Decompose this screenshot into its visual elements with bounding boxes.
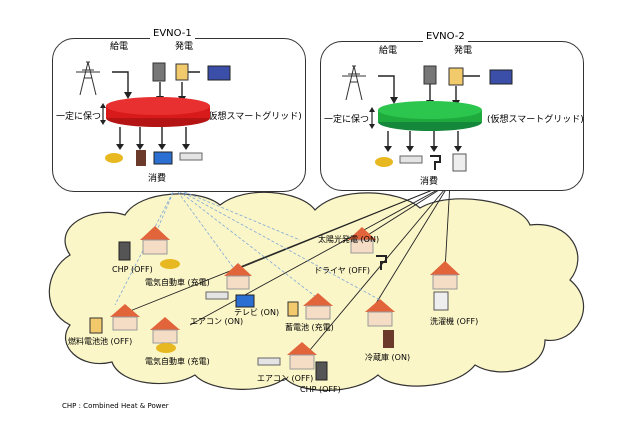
label-solar: 太陽光発電 (ON) — [318, 235, 380, 244]
label-fridge: 冷蔵庫 (ON) — [365, 353, 411, 362]
label-battery: 蓄電池 (充電) — [285, 323, 334, 332]
evno2-supply-label: 給電 — [379, 46, 398, 56]
evno2-title: EVNO-2 — [423, 31, 468, 42]
label-aircon2: エアコン (OFF) — [257, 374, 314, 383]
evno1-generation-label: 発電 — [175, 42, 194, 52]
evno1-title: EVNO-1 — [150, 28, 195, 39]
label-ev2: 電気自動車 (充電) — [145, 357, 210, 366]
label-washer: 洗濯機 (OFF) — [430, 317, 479, 326]
label-chp1: CHP (OFF) — [112, 265, 153, 274]
evno1-supply-label: 給電 — [110, 42, 129, 52]
label-aircon1: エアコン (ON) — [190, 317, 244, 326]
label-chp2: CHP (OFF) — [300, 385, 341, 394]
label-dryer: ドライヤ (OFF) — [314, 266, 371, 275]
evno2-right-label: (仮想スマートグリッド) — [487, 115, 584, 125]
evno2-links — [119, 182, 451, 351]
evno1-right-label: (仮想スマートグリッド) — [205, 112, 302, 122]
evno1-consumption-label: 消費 — [148, 174, 167, 184]
label-ev1: 電気自動車 (充電) — [145, 278, 210, 287]
footnote: CHP : Combined Heat & Power — [62, 402, 169, 410]
label-tv: テレビ (ON) — [234, 308, 280, 317]
evno2-consumption-label: 消費 — [420, 177, 439, 187]
cloud-shape — [48, 191, 584, 391]
label-fuelcell: 燃料電池池 (OFF) — [68, 337, 133, 346]
evno2-left-label: 一定に保つ — [324, 115, 370, 125]
evno2-generation-label: 発電 — [454, 46, 473, 56]
evno1-left-label: 一定に保つ — [56, 112, 102, 122]
